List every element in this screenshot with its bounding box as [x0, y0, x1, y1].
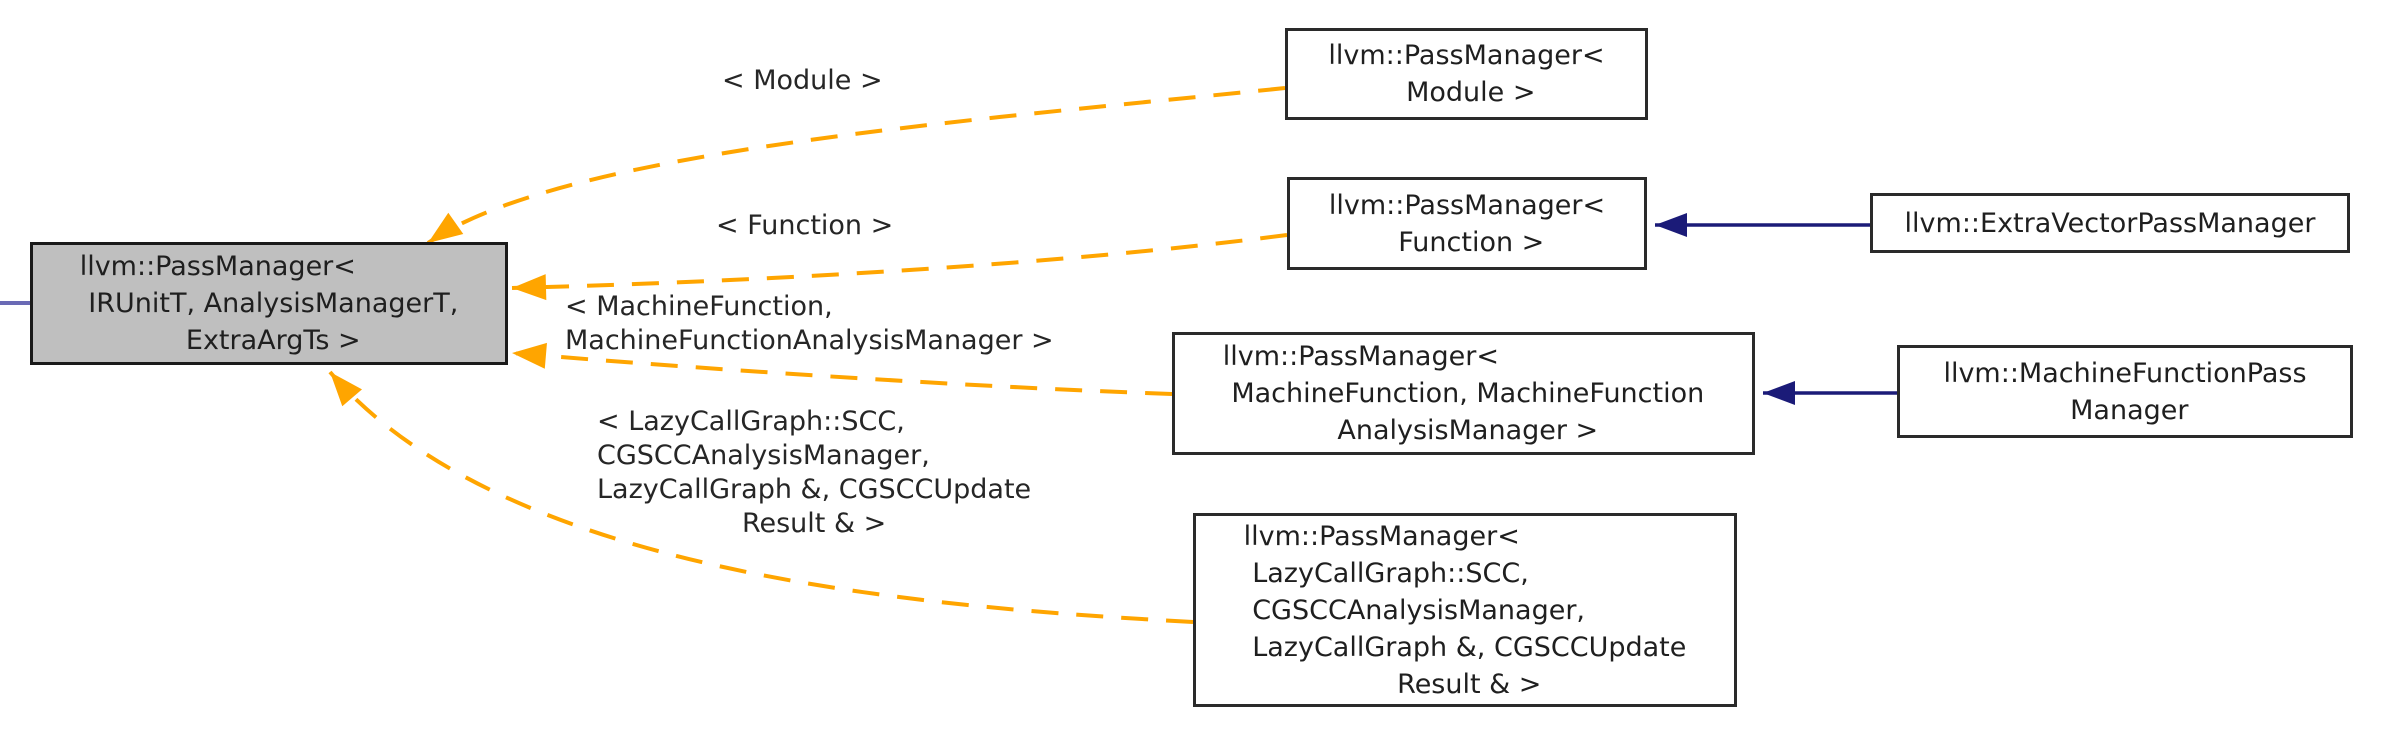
- node-llvm-passmanager-function[interactable]: llvm::PassManager< Function >: [1287, 177, 1647, 270]
- node-llvm-passmanager-cgscc[interactable]: llvm::PassManager< LazyCallGraph::SCC, C…: [1193, 513, 1737, 707]
- edge-label-machinefunction: < MachineFunction,MachineFunctionAnalysi…: [565, 291, 1054, 356]
- template-edge-machinefunction: [511, 342, 1173, 396]
- node-llvm-passmanager-primary: llvm::PassManager< IRUnitT, AnalysisMana…: [30, 242, 508, 365]
- node-label: llvm::PassManager< LazyCallGraph::SCC, C…: [1243, 520, 1687, 700]
- node-label: llvm::PassManager< MachineFunction, Mach…: [1222, 341, 1705, 446]
- edge-label-cgscc: < LazyCallGraph::SCC,CGSCCAnalysisManage…: [597, 406, 1032, 539]
- node-llvm-passmanager-module[interactable]: llvm::PassManager< Module >: [1285, 28, 1648, 120]
- template-edge-module: [426, 86, 1286, 245]
- template-edge-function: [511, 233, 1288, 301]
- node-llvm-passmanager-machinefunction[interactable]: llvm::PassManager< MachineFunction, Mach…: [1172, 332, 1755, 455]
- node-label: llvm::ExtraVectorPassManager: [1904, 207, 2316, 239]
- node-label: llvm::PassManager< Module >: [1328, 40, 1605, 108]
- node-llvm-extravectorpassmanager[interactable]: llvm::ExtraVectorPassManager: [1870, 193, 2350, 253]
- node-label: llvm::PassManager< Function >: [1328, 189, 1606, 258]
- node-llvm-machinefunctionpassmanager[interactable]: llvm::MachineFunctionPass Manager: [1897, 345, 2353, 438]
- node-label: llvm::PassManager< IRUnitT, AnalysisMana…: [79, 251, 459, 356]
- node-label: llvm::MachineFunctionPass Manager: [1943, 357, 2307, 426]
- edge-label-module: < Module >: [722, 65, 883, 96]
- edge-label-function: < Function >: [716, 210, 894, 241]
